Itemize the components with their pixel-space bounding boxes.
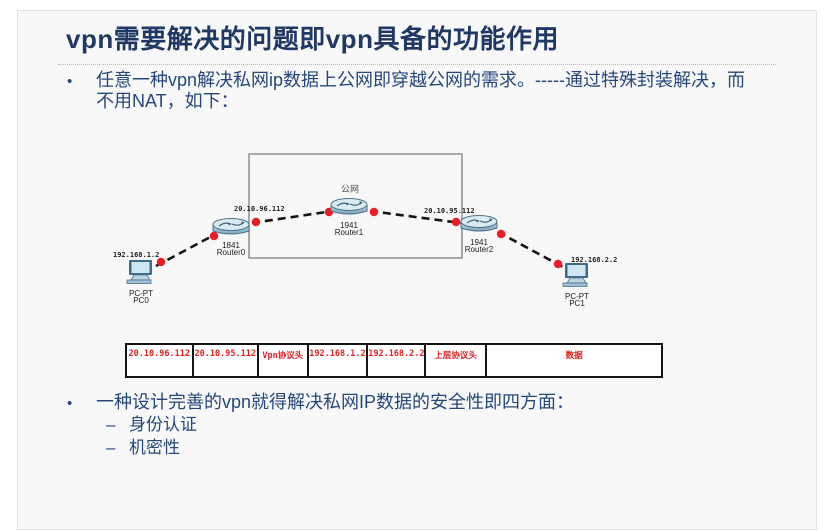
- node-pc0: PC-PT PC0: [118, 259, 164, 305]
- pc-icon: [560, 262, 594, 293]
- router2-model: 1941: [470, 238, 488, 247]
- router0-name: Router0: [216, 248, 246, 257]
- table-cell-inner-src-ip: 192.168.1.2: [309, 345, 369, 376]
- public-network-label: 公网: [340, 184, 359, 194]
- router-icon: [211, 217, 251, 242]
- bullet1-marker: •: [67, 73, 73, 90]
- node-router1: 1941 Router1: [326, 197, 372, 237]
- pc0-model: PC-PT: [129, 289, 153, 298]
- bullet1-text: 任意一种vpn解决私网ip数据上公网即穿越公网的需求。-----通过特殊封装解决…: [96, 70, 745, 111]
- table-cell-outer-src-ip: 20.10.96.112: [127, 345, 194, 376]
- router1-model: 1941: [340, 221, 358, 230]
- bullet2-marker: •: [67, 395, 73, 412]
- router-icon: [329, 197, 369, 222]
- pc1-name: PC1: [569, 299, 585, 308]
- router-icon: [459, 214, 499, 239]
- sub-bullet2-text: 机密性: [129, 438, 180, 457]
- node-router2: 1941 Router2: [456, 214, 502, 254]
- slide: vpn需要解决的问题即vpn具备的功能作用 • 任意一种vpn解决私网ip数据上…: [17, 10, 817, 530]
- pc0-name: PC0: [133, 296, 149, 305]
- router0-model: 1841: [222, 241, 240, 250]
- table-cell-inner-dst-ip: 192.168.2.2: [368, 345, 426, 376]
- node-router0: 1841 Router0: [208, 217, 254, 257]
- sub-bullet1-text: 身份认证: [129, 415, 197, 434]
- table-cell-outer-dst-ip: 20.10.95.112: [194, 345, 260, 376]
- bullet2-text: 一种设计完善的vpn就得解决私网IP数据的安全性即四方面：: [96, 392, 575, 412]
- table-cell-vpn-header: Vpn协议头: [259, 345, 309, 376]
- packet-encapsulation-table: 20.10.96.112 20.10.95.112 Vpn协议头 192.168…: [125, 343, 663, 378]
- table-cell-data: 数据: [565, 351, 583, 361]
- pc-icon: [124, 259, 158, 290]
- link-pc0-router0: [155, 232, 217, 268]
- page-title: vpn需要解决的问题即vpn具备的功能作用: [66, 24, 559, 54]
- router2-name: Router2: [464, 245, 494, 254]
- link2-ip-label: 20.10.95.112: [424, 207, 475, 215]
- link1-ip-label: 20.10.96.112: [234, 205, 285, 213]
- table-cell-upper-header: 上层协议头: [426, 345, 488, 376]
- pc0-ip-label: 192.168.1.2: [113, 251, 160, 259]
- title-divider: [58, 64, 776, 65]
- pc1-ip-label: 192.168.2.2: [571, 256, 618, 264]
- node-pc1: PC-PT PC1: [554, 262, 600, 308]
- router1-name: Router1: [334, 228, 364, 237]
- sub-bullet1-marker: –: [106, 415, 116, 434]
- pc1-model: PC-PT: [565, 292, 589, 301]
- sub-bullet2-marker: –: [106, 438, 116, 457]
